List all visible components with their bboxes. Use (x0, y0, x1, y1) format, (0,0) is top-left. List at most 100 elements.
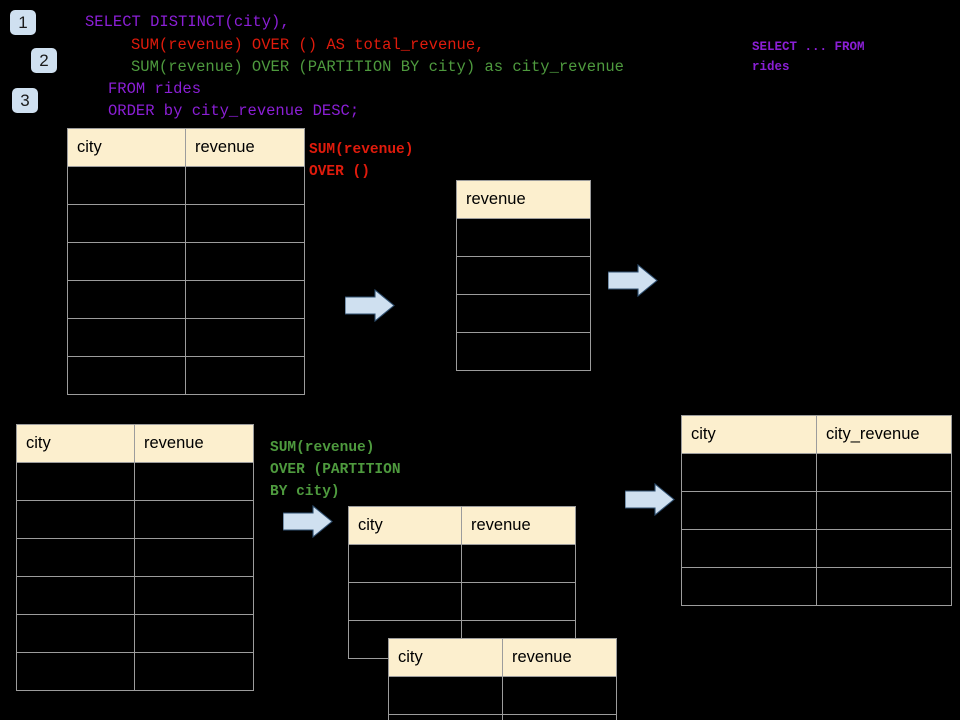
table-row (681, 491, 952, 530)
column-header-revenue: revenue (461, 506, 576, 545)
table-row (456, 256, 591, 295)
table-cell (388, 714, 503, 720)
rides-source-table-top: city revenue (67, 128, 305, 395)
table-cell (456, 256, 591, 295)
sql-line-sum-over-partition: SUM(revenue) OVER (PARTITION BY city) as… (131, 58, 624, 76)
table-header-row: city city_revenue (681, 415, 952, 454)
table-row (16, 500, 254, 539)
column-header-city: city (16, 424, 135, 463)
column-header-city: city (348, 506, 462, 545)
city-revenue-result-table: city city_revenue (681, 415, 952, 606)
table-cell (816, 453, 952, 492)
table-cell (348, 544, 462, 583)
column-header-revenue: revenue (502, 638, 617, 677)
table-row (67, 166, 305, 205)
table-row (16, 614, 254, 653)
column-header-city: city (388, 638, 503, 677)
table-cell (16, 652, 135, 691)
table-cell (67, 242, 186, 281)
table-cell (134, 500, 254, 539)
annotation-select-from: SELECT ... FROM (752, 40, 865, 54)
annotation-over-empty-line2: OVER () (309, 164, 370, 180)
arrow-source-to-partition (283, 505, 333, 538)
table-cell (134, 576, 254, 615)
table-cell (134, 462, 254, 501)
table-row (348, 582, 576, 621)
table-cell (816, 567, 952, 606)
table-cell (348, 582, 462, 621)
table-row (388, 714, 617, 720)
step-badge-3: 3 (12, 88, 38, 113)
table-header-row: city revenue (388, 638, 617, 677)
table-cell (185, 242, 305, 281)
table-cell (16, 576, 135, 615)
table-cell (185, 280, 305, 319)
table-row (67, 242, 305, 281)
table-cell (681, 491, 817, 530)
table-row (16, 538, 254, 577)
table-cell (461, 544, 576, 583)
table-header-row: city revenue (67, 128, 305, 167)
sql-line-sum-over-empty: SUM(revenue) OVER () AS total_revenue, (131, 36, 485, 54)
arrow-partition-to-result (625, 483, 675, 516)
table-cell (67, 318, 186, 357)
table-row (67, 356, 305, 395)
table-row (16, 462, 254, 501)
step-badge-2: 2 (31, 48, 57, 73)
table-cell (67, 280, 186, 319)
column-header-city-revenue: city_revenue (816, 415, 952, 454)
table-cell (456, 294, 591, 333)
table-row (16, 652, 254, 691)
table-cell (134, 652, 254, 691)
annotation-rides: rides (752, 60, 790, 74)
table-cell (456, 332, 591, 371)
column-header-revenue: revenue (456, 180, 591, 219)
step-badge-1: 1 (10, 10, 36, 35)
table-row (681, 529, 952, 568)
sql-line-select-distinct: SELECT DISTINCT(city), (85, 13, 290, 31)
table-row (67, 280, 305, 319)
table-cell (681, 529, 817, 568)
column-header-city: city (67, 128, 186, 167)
table-header-row: city revenue (16, 424, 254, 463)
rides-source-table-bottom: city revenue (16, 424, 254, 691)
table-cell (185, 166, 305, 205)
table-cell (67, 166, 186, 205)
annotation-partition-line1: SUM(revenue) (270, 440, 375, 456)
table-row (388, 676, 617, 715)
table-row (681, 453, 952, 492)
partition-group-table-front: city revenue (388, 638, 617, 720)
table-cell (67, 356, 186, 395)
table-row (456, 294, 591, 333)
column-header-revenue: revenue (185, 128, 305, 167)
table-cell (456, 218, 591, 257)
table-row (456, 332, 591, 371)
annotation-partition-line2: OVER (PARTITION (270, 462, 401, 478)
table-row (681, 567, 952, 606)
total-revenue-table: revenue (456, 180, 591, 371)
table-cell (185, 318, 305, 357)
table-cell (502, 676, 617, 715)
table-cell (681, 567, 817, 606)
table-cell (461, 582, 576, 621)
sql-line-from-rides: FROM rides (108, 80, 202, 98)
arrow-total-to-right (608, 264, 658, 297)
table-cell (16, 500, 135, 539)
table-row (67, 318, 305, 357)
table-header-row: revenue (456, 180, 591, 219)
sql-line-order-by: ORDER by city_revenue DESC; (108, 102, 360, 120)
table-row (348, 544, 576, 583)
column-header-revenue: revenue (134, 424, 254, 463)
table-cell (16, 614, 135, 653)
table-cell (388, 676, 503, 715)
table-cell (185, 204, 305, 243)
partition-group-table-back: city revenue (348, 506, 576, 659)
annotation-partition-line3: BY city) (270, 484, 340, 500)
table-cell (816, 529, 952, 568)
column-header-city: city (681, 415, 817, 454)
annotation-over-empty-line1: SUM(revenue) (309, 142, 414, 158)
table-cell (681, 453, 817, 492)
table-cell (67, 204, 186, 243)
table-cell (134, 614, 254, 653)
